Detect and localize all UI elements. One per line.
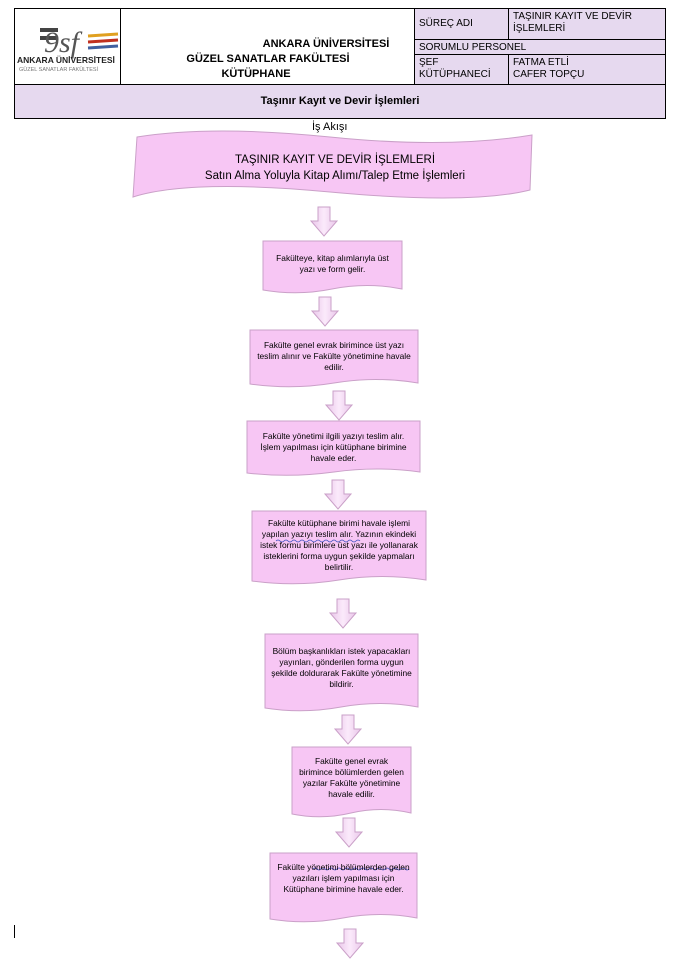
logo: 9sf ANKARA ÜNİVERSİTESİ GÜZEL SANATLAR F… [14,14,138,74]
person-1: FATMA ETLİ [513,57,569,68]
spellcheck-squiggle-1 [275,539,361,543]
role-1: ŞEF [419,57,439,68]
title-bar-text: Taşınır Kayıt ve Devir İşlemleri [260,95,420,107]
logo-subcaption: GÜZEL SANATLAR FAKÜLTESİ [19,66,99,73]
flow-step-3: Fakülte yönetimi ilgili yazıyı teslim al… [260,431,407,464]
flow-banner-shape [132,130,533,199]
institution-line-2: GÜZEL SANATLAR FAKÜLTESİ [186,53,350,65]
title-bar: Taşınır Kayıt ve Devir İşlemleri [14,84,666,119]
flow-step-2: Fakülte genel evrak birimince üst yazı t… [257,340,411,373]
flow-step-4-shape [251,510,427,585]
responsible-label: SORUMLU PERSONEL [419,42,527,53]
logo-caption: ANKARA ÜNİVERSİTESİ [17,55,115,65]
flow-step-1: Fakülteye, kitap alımlarıyla üst yazı ve… [276,253,389,275]
flow-step-5-shape [264,633,419,712]
institution-line-1: ANKARA ÜNİVERSİTESİ [262,38,390,50]
text-cursor [14,925,15,938]
process-name-value: TAŞINIR KAYIT VE DEVİR İŞLEMLERİ [513,11,632,34]
flow-arrow-1 [309,206,339,237]
flow-step-2-shape [249,329,419,388]
flow-arrow-8 [335,928,365,959]
flow-step-5: Bölüm başkanlıkları istek yapacakları ya… [271,646,412,690]
flow-step-7: Fakülte yönetimi bölümlerden gelen yazıl… [277,862,410,895]
flow-step-3-shape [246,420,421,476]
institution-line-3: KÜTÜPHANE [221,68,291,80]
logo-text: 9sf [44,26,83,59]
flow-step-6-shape [291,746,412,818]
flow-arrow-5 [328,598,358,629]
process-name-label-cell: SÜREÇ ADI [414,8,509,40]
roles-cell: ŞEF KÜTÜPHANECİ [414,54,509,85]
flow-banner-line-1: TAŞINIR KAYIT VE DEVİR İŞLEMLERİ [234,154,436,166]
flow-step-7-shape [269,852,418,923]
flow-label: İş Akışı [312,121,348,133]
flow-banner-line-2: Satın Alma Yoluyla Kitap Alımı/Talep Etm… [204,169,466,182]
flow-arrow-3 [324,390,354,421]
flow-arrow-6 [333,714,363,745]
flow-arrow-7 [334,817,364,848]
flow-step-1-shape [262,240,403,294]
persons-cell: FATMA ETLİ CAFER TOPÇU [508,54,666,85]
flow-arrow-2 [310,296,340,327]
person-2: CAFER TOPÇU [513,68,585,80]
flow-arrow-4 [323,479,353,510]
process-name-label: SÜREÇ ADI [419,18,473,29]
role-2: KÜTÜPHANECİ [419,68,491,80]
logo-mark: 9sf ANKARA ÜNİVERSİTESİ GÜZEL SANATLAR F… [17,26,119,73]
process-name-value-cell: TAŞINIR KAYIT VE DEVİR İŞLEMLERİ [508,8,666,40]
spellcheck-squiggle-2 [312,867,410,871]
flow-step-4: Fakülte kütüphane birimi havale işlemi y… [260,518,418,573]
flow-banner: TAŞINIR KAYIT VE DEVİR İŞLEMLERİ Satın A… [150,153,520,184]
flow-step-6: Fakülte genel evrak birimince bölümlerde… [299,756,404,800]
